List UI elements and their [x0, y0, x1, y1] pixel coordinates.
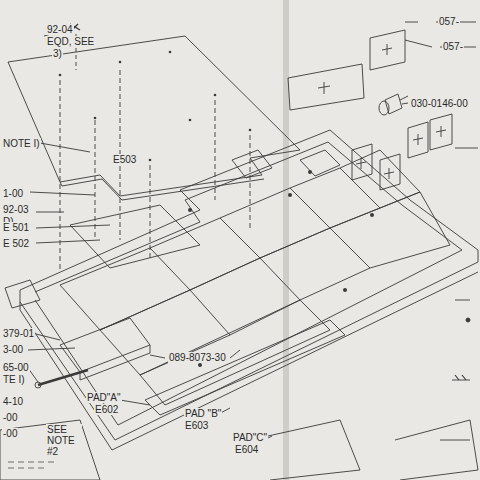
callout-label: E503 [112, 154, 137, 165]
callout-label: 65-00 [2, 362, 30, 373]
callout-label: 3) [52, 48, 63, 59]
callout-label: 4-10 [2, 396, 24, 407]
callout-label: 3-00 [2, 344, 24, 355]
callout-label: 92-04 [46, 24, 74, 35]
callout-label: NOTE I) [2, 138, 41, 149]
callout-label: 030-0146-00 [410, 98, 469, 109]
callout-label: E 502 [2, 238, 30, 249]
callout-label: EQD, SEE [46, 36, 95, 47]
callout-label: E 501 [2, 222, 30, 233]
callout-label: 057- [438, 16, 460, 27]
callout-label: 089-8073-30 [168, 352, 227, 363]
callout-label: PAD"C" [232, 432, 268, 443]
callout-label: SEE NOTE #2 [46, 424, 82, 457]
callout-label: 92-03 [2, 204, 30, 215]
callout-label: E603 [184, 420, 209, 431]
callout-label: E602 [94, 404, 119, 415]
callout-label: PAD"A" [86, 392, 122, 403]
callout-label: PAD "B" [184, 408, 222, 419]
callout-label: TE I) [2, 374, 26, 385]
callout-label: 057- [442, 41, 464, 52]
callout-label: -00 [2, 412, 18, 423]
callout-label: E604 [234, 444, 259, 455]
callout-label: -00 [2, 428, 18, 439]
callout-label: 379-01 [2, 328, 35, 339]
callout-label: 1-00 [2, 188, 24, 199]
